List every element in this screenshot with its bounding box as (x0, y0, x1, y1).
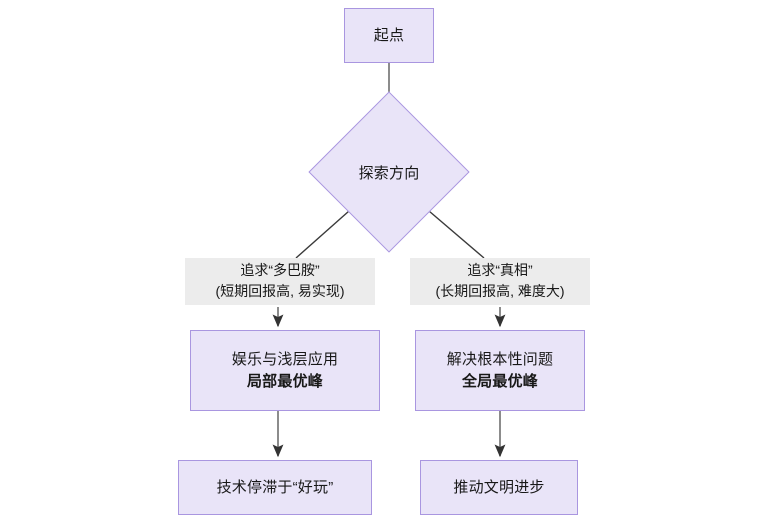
node-stagnation[interactable]: 技术停滞于“好玩” (178, 460, 372, 515)
edge-label-truth-line1: 追求“真相” (467, 262, 533, 278)
edge-label-dopamine: 追求“多巴胺” (短期回报高, 易实现) (185, 258, 375, 305)
node-global-optimum-line2: 全局最优峰 (461, 372, 538, 390)
edge-label-dopamine-line1: 追求“多巴胺” (240, 262, 320, 278)
edge-label-truth: 追求“真相” (长期回报高, 难度大) (410, 258, 590, 305)
node-global-optimum[interactable]: 解决根本性问题 全局最优峰 (415, 330, 585, 411)
node-civilization-progress-label: 推动文明进步 (453, 478, 545, 496)
node-civilization-progress[interactable]: 推动文明进步 (420, 460, 578, 515)
node-decision-label-wrap: 探索方向 (332, 115, 446, 229)
node-stagnation-label: 技术停滞于“好玩” (216, 478, 334, 496)
node-start[interactable]: 起点 (344, 8, 434, 63)
node-local-optimum-line2: 局部最优峰 (246, 372, 323, 390)
node-local-optimum-line1: 娱乐与浅层应用 (231, 351, 339, 369)
edge-label-truth-line2: (长期回报高, 难度大) (435, 283, 565, 299)
node-global-optimum-line1: 解决根本性问题 (446, 351, 554, 369)
node-local-optimum[interactable]: 娱乐与浅层应用 局部最优峰 (190, 330, 380, 411)
node-decision-label: 探索方向 (358, 164, 420, 182)
node-start-label: 起点 (373, 26, 405, 44)
edge-label-dopamine-line2: (短期回报高, 易实现) (215, 283, 345, 299)
